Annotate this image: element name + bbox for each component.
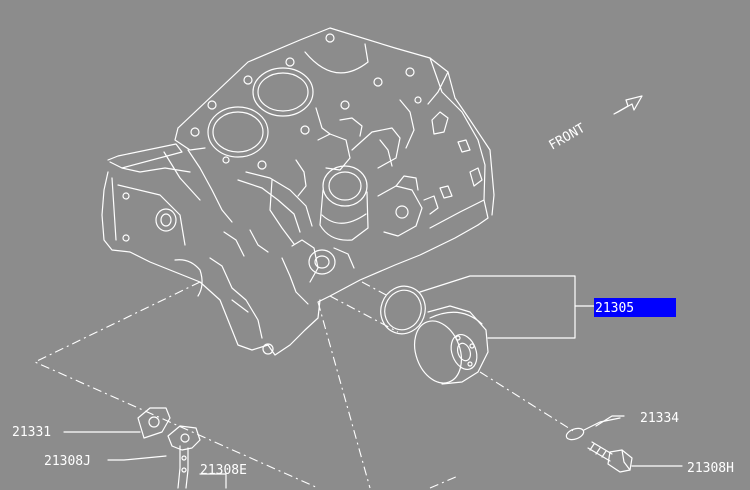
front-direction-indicator: FRONT bbox=[547, 95, 643, 154]
oil-pipe-bracket-part[interactable] bbox=[167, 425, 201, 489]
front-label: FRONT bbox=[547, 121, 589, 154]
callout-21334-label[interactable]: 21334 bbox=[640, 411, 679, 426]
assembly-dash-lines bbox=[33, 281, 576, 489]
callout-21308E-label[interactable]: 21308E bbox=[200, 463, 247, 478]
callout-21308J-leader bbox=[107, 455, 167, 461]
callout-21334-leader bbox=[595, 415, 625, 427]
gasket-21331-part[interactable] bbox=[137, 407, 171, 439]
engine-block-drawing bbox=[101, 27, 495, 356]
callout-21308H-label[interactable]: 21308H bbox=[687, 461, 734, 476]
front-arrow-icon bbox=[613, 95, 643, 115]
callout-21305-highlight bbox=[594, 298, 676, 317]
washer-part[interactable] bbox=[565, 417, 621, 442]
callout-21331-label[interactable]: 21331 bbox=[12, 425, 51, 440]
callout-21308J-label[interactable]: 21308J bbox=[44, 454, 91, 469]
oil-filter-part[interactable] bbox=[374, 280, 489, 390]
callout-21305-label[interactable]: 21305 bbox=[595, 301, 634, 316]
callout-21305-bracket bbox=[419, 275, 595, 339]
bolt-part[interactable] bbox=[587, 441, 633, 473]
callout-21308E-leader bbox=[199, 473, 227, 489]
